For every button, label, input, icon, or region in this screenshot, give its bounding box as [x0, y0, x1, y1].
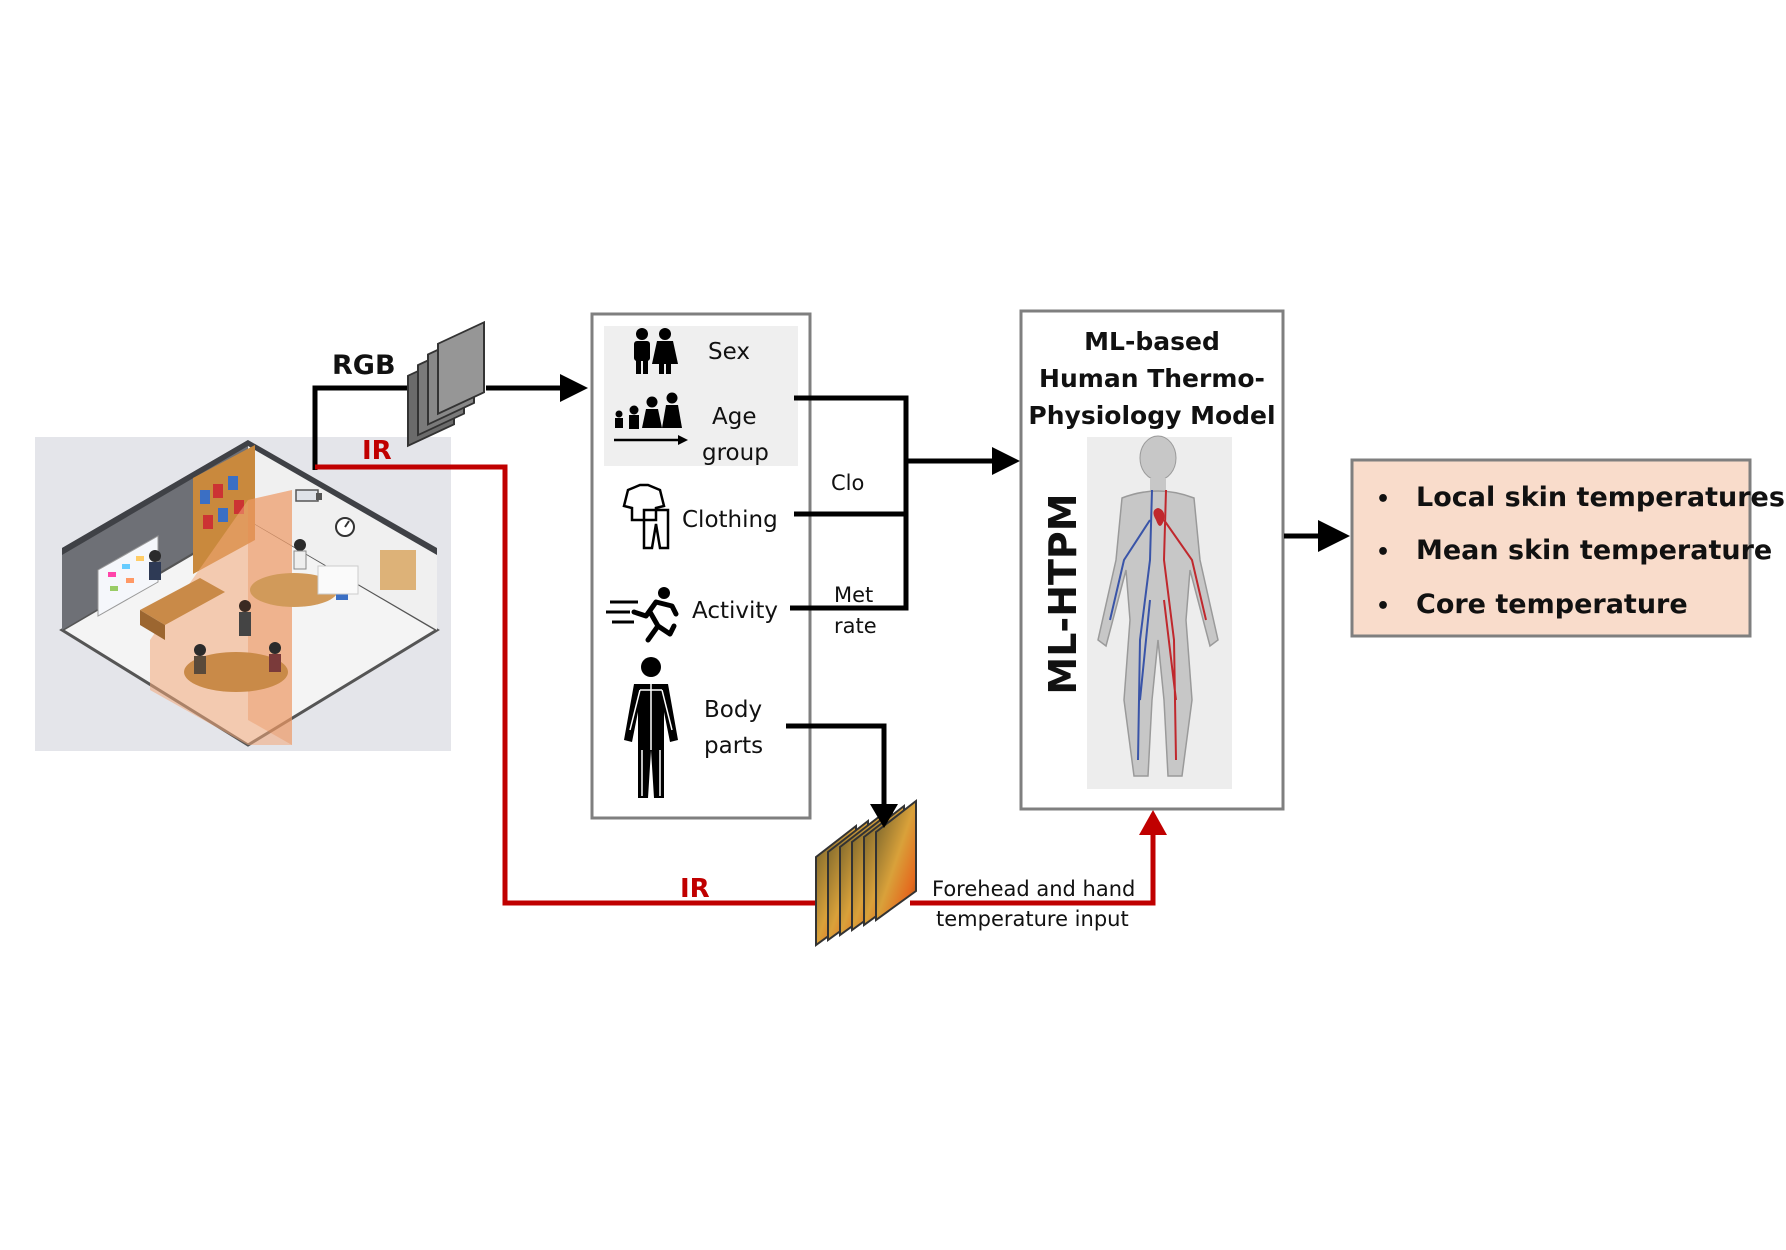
model-title-line3: Physiology Model — [1028, 401, 1275, 430]
clo-label: Clo — [831, 471, 864, 495]
model-panel: ML-based Human Thermo- Physiology Model … — [1019, 309, 1285, 811]
circulatory-body-illustration — [1087, 435, 1232, 789]
age-group-icon — [614, 392, 688, 445]
rgb-path-line — [312, 385, 410, 470]
ir-path-line — [315, 464, 845, 906]
output-bullet: • — [1376, 594, 1390, 619]
attributes-panel: Sex Age group Clothing Activity — [590, 312, 812, 820]
body-parts-icon — [624, 657, 678, 798]
arrowhead — [560, 374, 588, 402]
rgb-label: RGB — [332, 350, 396, 381]
age-label-line1: Age — [712, 404, 756, 430]
output-item-local-skin: Local skin temperatures — [1416, 482, 1785, 513]
outputs-panel: • Local skin temperatures • Mean skin te… — [1350, 458, 1785, 638]
ir-frames-icon — [815, 798, 917, 947]
output-item-core: Core temperature — [1416, 589, 1688, 620]
sex-label: Sex — [708, 339, 750, 365]
age-label-line2: group — [702, 440, 769, 466]
ir-to-model-line — [910, 830, 1156, 906]
clothing-label: Clothing — [682, 507, 778, 533]
attribute-connectors — [790, 395, 1000, 611]
to-model-arrowhead — [992, 447, 1020, 475]
output-arrowhead — [1318, 520, 1350, 552]
output-bullet: • — [1376, 540, 1390, 565]
output-item-mean-skin: Mean skin temperature — [1416, 535, 1772, 566]
office-scene-illustration — [35, 437, 451, 751]
ir-arrowhead — [1139, 810, 1167, 835]
met-label-line2: rate — [834, 614, 877, 638]
ir-input-label-line1: Forehead and hand — [932, 877, 1135, 901]
model-vertical-label: ML-HTPM — [1041, 493, 1085, 694]
down-arrowhead — [870, 804, 898, 828]
output-bullet: • — [1376, 487, 1390, 512]
met-label-line1: Met — [834, 583, 873, 607]
activity-icon — [606, 587, 679, 643]
model-title-line1: ML-based — [1084, 327, 1220, 356]
activity-label: Activity — [692, 598, 778, 624]
rgb-frames-icon — [407, 320, 485, 448]
sex-icon — [634, 328, 678, 374]
clothing-icon — [622, 483, 670, 550]
ir-input-label-line2: temperature input — [936, 907, 1129, 931]
body-parts-label-line2: parts — [704, 733, 763, 759]
body-parts-label-line1: Body — [704, 697, 762, 723]
ir-label-top: IR — [362, 436, 392, 466]
ir-label-bottom: IR — [680, 874, 710, 904]
body-parts-to-ir-line — [786, 723, 887, 810]
model-title-line2: Human Thermo- — [1039, 364, 1265, 393]
